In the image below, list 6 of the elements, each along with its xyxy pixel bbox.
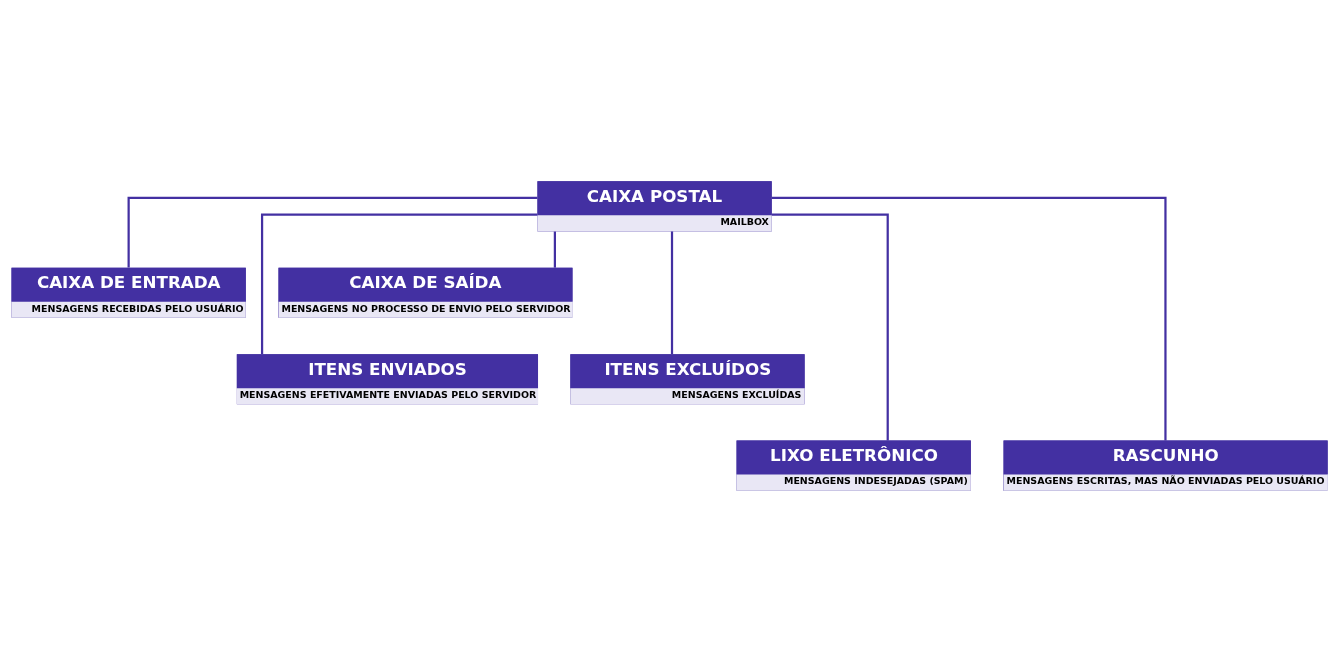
connector xyxy=(771,196,1167,441)
connector xyxy=(127,196,538,268)
connector xyxy=(670,231,674,355)
connector xyxy=(771,213,889,441)
connector xyxy=(553,231,556,268)
connector xyxy=(260,213,538,355)
